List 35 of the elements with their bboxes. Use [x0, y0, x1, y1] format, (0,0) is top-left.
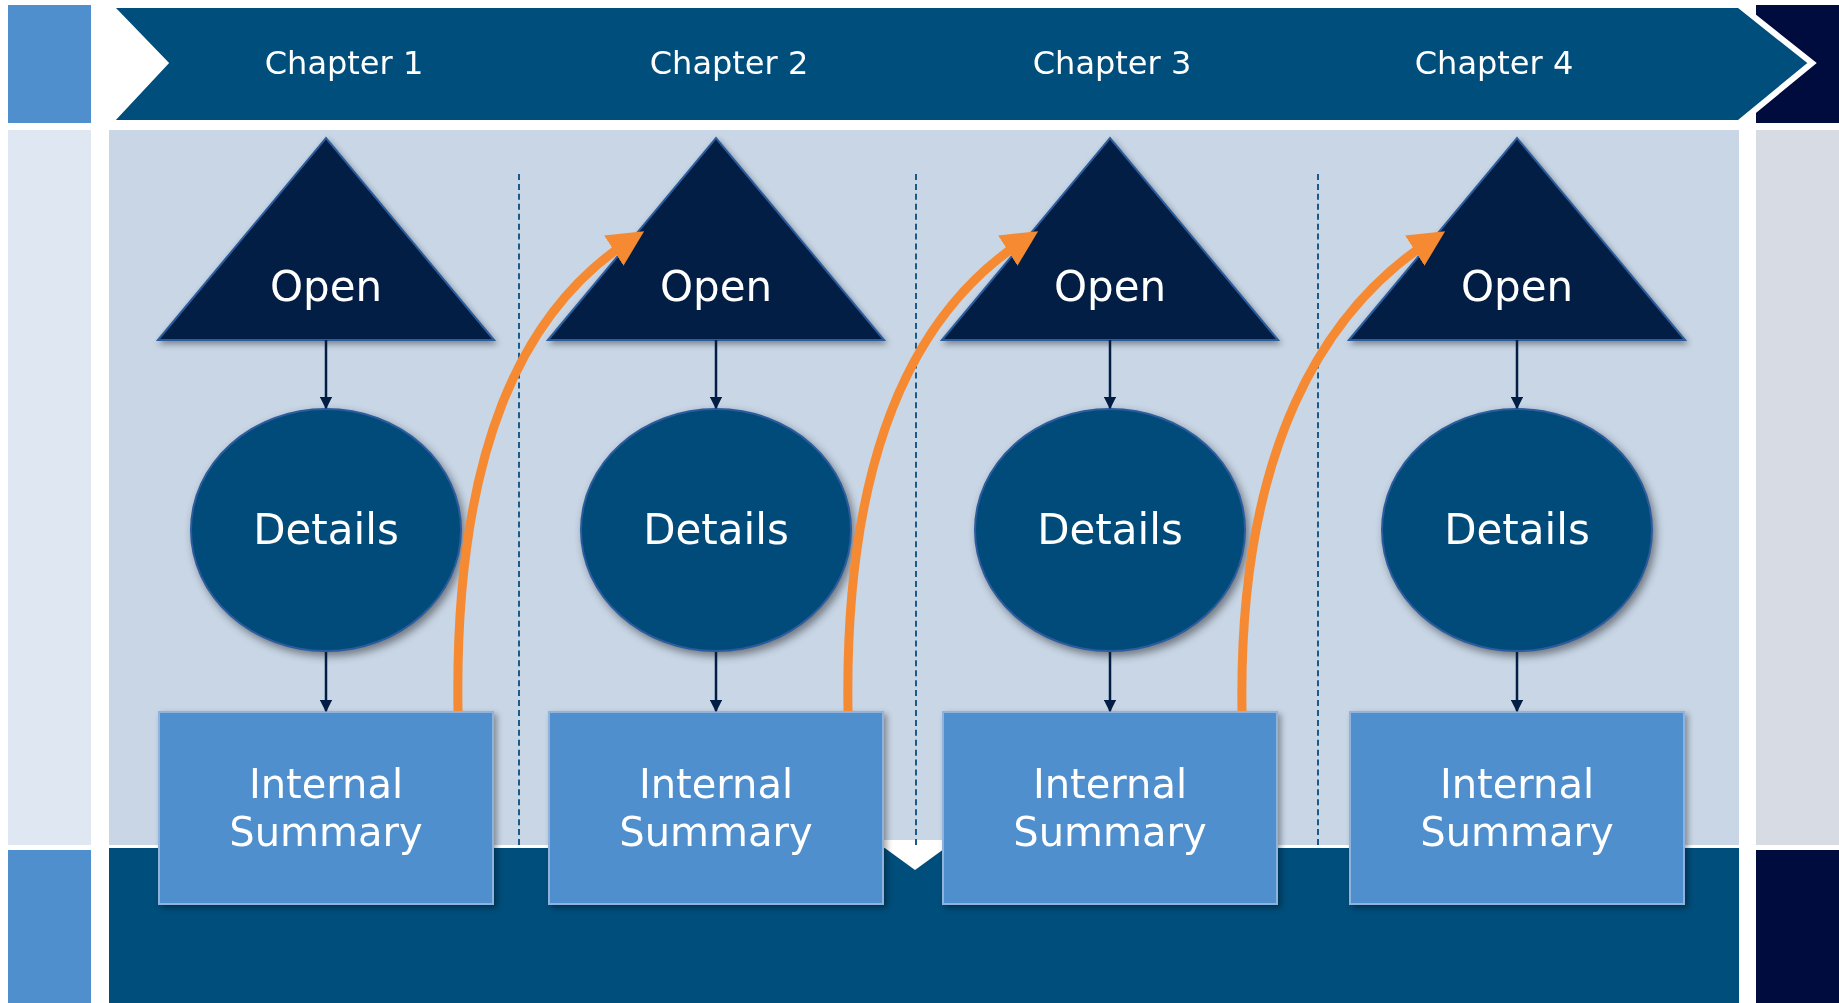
summary-box [158, 711, 494, 905]
open-triangle [1349, 138, 1685, 340]
arrow [319, 652, 333, 713]
arrow [1237, 230, 1445, 712]
node-text: Open [658, 261, 774, 312]
chapter-label: Chapter 1 [264, 44, 424, 82]
node-text: Open [268, 261, 384, 312]
arrow [843, 230, 1038, 712]
summary-box [548, 711, 884, 905]
arrow [1103, 652, 1117, 713]
arrow [453, 230, 644, 712]
chapter-label: Chapter 4 [1414, 44, 1574, 82]
node-text: Internal Summary [228, 760, 424, 856]
chapter-label: Chapter 3 [1032, 44, 1192, 82]
arrow [709, 340, 723, 410]
node-text: Details [252, 504, 400, 556]
open-triangle [548, 138, 884, 340]
summary-box [942, 711, 1278, 905]
node-text: Details [1036, 504, 1184, 556]
node-text: Open [1459, 261, 1575, 312]
summary-box [1349, 711, 1685, 905]
arrow [1510, 340, 1524, 410]
arrow [1510, 652, 1524, 713]
node-text: Internal Summary [618, 760, 814, 856]
chapter-label: Chapter 2 [649, 44, 809, 82]
node-text: Internal Summary [1012, 760, 1208, 856]
open-triangle [942, 138, 1278, 340]
arrow [319, 340, 333, 410]
node-text: Details [642, 504, 790, 556]
node-text: Details [1443, 504, 1591, 556]
node-text: Internal Summary [1419, 760, 1615, 856]
node-text: Open [1052, 261, 1168, 312]
arrow [709, 652, 723, 713]
open-triangle [158, 138, 494, 340]
arrow [1103, 340, 1117, 410]
